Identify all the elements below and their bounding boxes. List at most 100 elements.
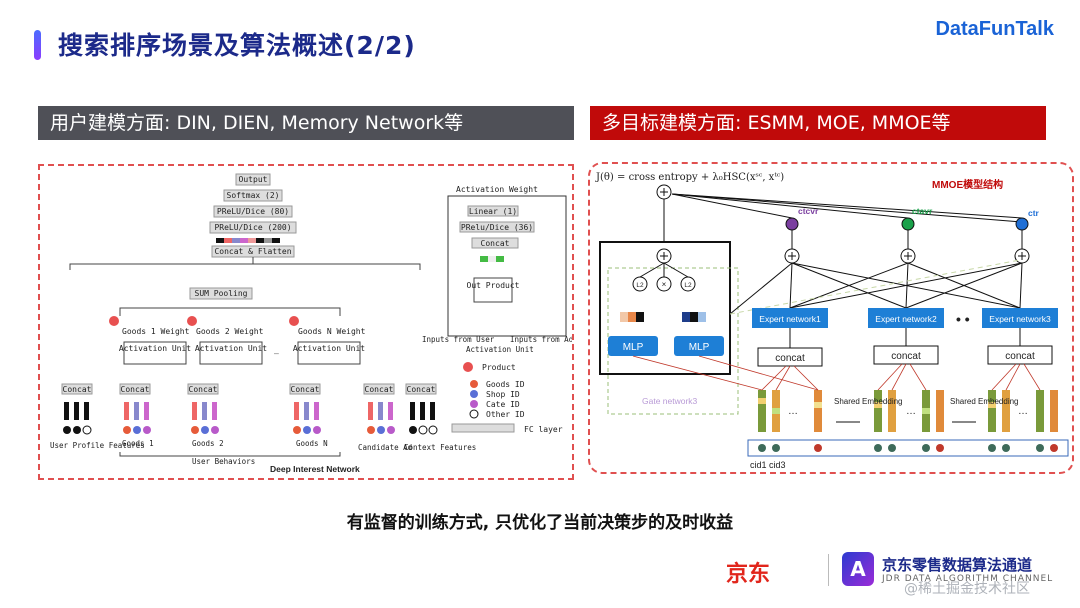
channel-badge-icon: A [842, 552, 874, 586]
channel-subtitle: JDR DATA ALGORITHM CHANNEL [882, 574, 1054, 584]
au-out-product: Out Product [467, 281, 520, 290]
svg-text:–: – [274, 349, 279, 358]
din-goodsN-weight: Goods N Weight [298, 327, 366, 336]
svg-text:…: … [906, 406, 916, 417]
din-output: Output [239, 175, 268, 184]
legend-product: Product [482, 363, 516, 372]
activation-unit-detail [447, 195, 567, 337]
din-concat-goods1: Concat [121, 385, 150, 394]
input-id-nodes [758, 444, 1058, 452]
au-prelu: PRelu/Dice (36) [461, 223, 533, 232]
din-user-behaviors-label: User Behaviors [192, 457, 255, 466]
din-diagram: Output Softmax (2) PReLU/Dice (80) PReLU… [50, 173, 572, 474]
au-title: Activation Weight [456, 185, 538, 194]
din-softmax: Softmax (2) [227, 191, 280, 200]
jd-logo: 京东 [726, 562, 771, 587]
watermark: @稀土掘金技术社区 [904, 581, 1030, 597]
shared-embedding-label-2: Shared Embedding [950, 397, 1019, 406]
din-diagram-panel: Output Softmax (2) PReLU/Dice (80) PReLU… [38, 164, 574, 480]
au-linear: Linear (1) [469, 207, 517, 216]
ctr-output-node [1015, 217, 1029, 231]
au-caption: Activation Unit [466, 345, 534, 354]
din-activation-unit-n: Activation Unit [293, 344, 365, 353]
din-sum-pooling: SUM Pooling [195, 289, 248, 298]
svg-text:×: × [662, 280, 667, 289]
din-activation-unit-2: Activation Unit [195, 344, 267, 353]
expert-network-3[interactable] [982, 308, 1058, 328]
ctavr-label: ctavr [912, 206, 933, 216]
din-activation-unit-1: Activation Unit [119, 344, 191, 353]
mmoe-formula: J(θ) = cross entropy + λ₀HSC(xˢᶜ, xᵗᶜ) [595, 172, 784, 183]
l2-node: L2 [636, 282, 644, 289]
ctavr-output-node [901, 217, 915, 231]
expert-network-1[interactable] [752, 308, 828, 328]
au-concat: Concat [481, 239, 510, 248]
ctcvr-output-node [785, 217, 799, 231]
din-feature-embeddings [64, 402, 435, 420]
din-candidate-ad-label: Candidate Ad [358, 443, 412, 452]
legend-goods-id: Goods ID [486, 380, 525, 389]
din-goodsN-label: Goods N [296, 439, 328, 448]
channel-name: 京东零售数据算法通道 [882, 556, 1033, 574]
svg-text:• •: • • [956, 311, 970, 327]
din-product-icon [109, 316, 119, 326]
summary-text: 有监督的训练方式, 只优化了当前决策步的及时收益 [346, 513, 734, 533]
mlp-tower-box [599, 241, 731, 375]
au-inputs-user: Inputs from User [422, 335, 495, 344]
legend-cate-id-icon [470, 400, 478, 408]
din-caption: Deep Interest Network [270, 464, 360, 474]
gate-network3-label: Gate network3 [642, 396, 698, 406]
concat-2: concat [891, 351, 921, 362]
mlp-block-2 [674, 336, 724, 356]
din-id-nodes [63, 425, 438, 435]
din-goods1-label: Goods 1 [122, 439, 154, 448]
din-goods2-label: Goods 2 [192, 439, 224, 448]
shared-embedding-label-1: Shared Embedding [834, 397, 903, 406]
din-concat-goodsN: Concat [291, 385, 320, 394]
din-product-icon [289, 316, 299, 326]
l2-node: L2 [684, 282, 692, 289]
din-prelu80: PReLU/Dice (80) [217, 207, 289, 216]
expert3-label: Expert network3 [989, 314, 1051, 324]
user-modeling-header: 用户建模方面: DIN, DIEN, Memory Network等 [38, 106, 574, 140]
din-prelu200: PReLU/Dice (200) [214, 223, 291, 232]
din-concat-flatten: Concat & Flatten [214, 247, 291, 256]
mlp-label-2: MLP [689, 342, 710, 353]
footer-divider [828, 554, 829, 586]
expert2-label: Expert network2 [875, 314, 937, 324]
din-goods1-weight: Goods 1 Weight [122, 327, 190, 336]
din-user-profile-label: User Profile Features [50, 441, 145, 450]
mmoe-structure-label: MMOE模型结构 [932, 178, 1003, 191]
din-concat-ad: Concat [365, 385, 394, 394]
ctr-label: ctr [1028, 208, 1040, 218]
concat-1: concat [775, 353, 805, 364]
mmoe-diagram-panel: J(θ) = cross entropy + λ₀HSC(xˢᶜ, xᵗᶜ) M… [588, 162, 1074, 474]
legend-shop-id: Shop ID [486, 390, 520, 399]
svg-text:…: … [1018, 406, 1028, 417]
legend-fc: FC layer [524, 425, 563, 434]
din-product-icon [187, 316, 197, 326]
legend-shop-id-icon [470, 390, 478, 398]
din-concat-goods2: Concat [189, 385, 218, 394]
multi-objective-header: 多目标建模方面: ESMM, MOE, MMOE等 [590, 106, 1046, 140]
legend-cate-id: Cate ID [486, 400, 520, 409]
din-goods2-weight: Goods 2 Weight [196, 327, 264, 336]
brand-logo: DataFunTalk [935, 18, 1054, 40]
title-accent-bar [34, 30, 41, 60]
expert-network-2[interactable] [868, 308, 944, 328]
legend-goods-id-icon [470, 380, 478, 388]
shared-embedding-columns [758, 390, 1058, 432]
din-concat-context: Concat [407, 385, 436, 394]
page-title: 搜索排序场景及算法概述(2/2) [58, 31, 416, 60]
legend-fc-icon [451, 423, 515, 433]
mlp-label-1: MLP [623, 342, 644, 353]
legend-other-id: Other ID [486, 410, 525, 419]
mlp-output-embeddings [620, 312, 706, 322]
input-id-bar [747, 439, 1069, 457]
ctcvr-label: ctcvr [798, 206, 819, 216]
legend-product-icon [463, 362, 473, 372]
mmoe-diagram: J(θ) = cross entropy + λ₀HSC(xˢᶜ, xᵗᶜ) M… [595, 172, 1069, 470]
svg-text:…: … [788, 406, 798, 417]
au-inputs-ad: Inputs from Ad [510, 335, 572, 344]
din-concat-profile: Concat [63, 385, 92, 394]
